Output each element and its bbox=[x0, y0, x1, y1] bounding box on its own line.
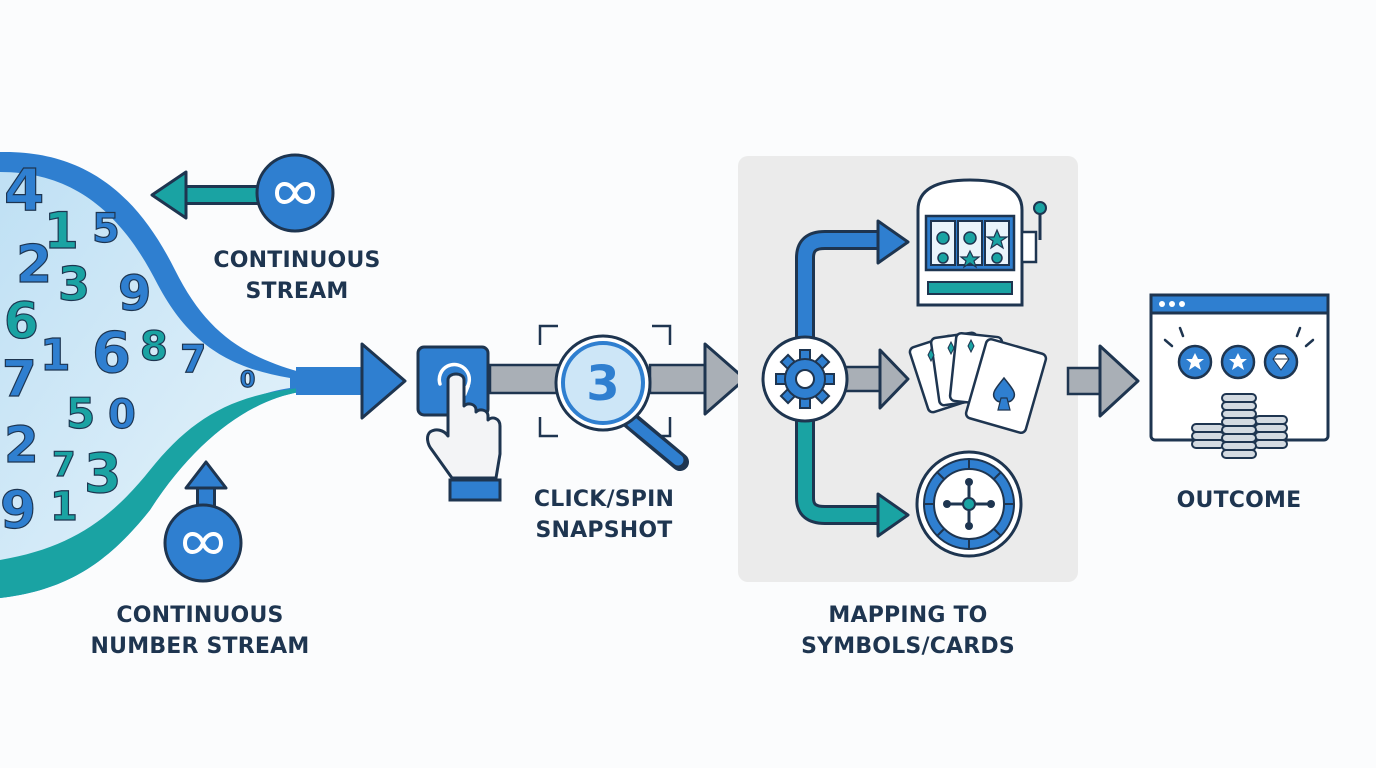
infinity-icon bbox=[163, 503, 243, 583]
infinity-icon bbox=[255, 153, 335, 233]
snapshot-number: 3 bbox=[586, 356, 619, 412]
gray-arrow-1 bbox=[488, 363, 562, 395]
stream-digit: 6 bbox=[4, 292, 39, 350]
label-line: OUTCOME bbox=[1176, 488, 1302, 513]
stream-digit: 8 bbox=[140, 324, 168, 370]
stream-digit: 0 bbox=[108, 392, 136, 438]
slot-machine-icon bbox=[916, 178, 1047, 307]
label-continuous-stream: CONTINUOUS STREAM bbox=[205, 245, 389, 307]
infinity-arrow-top bbox=[150, 170, 258, 220]
stream-digit: 5 bbox=[92, 206, 120, 252]
stream-digit: 6 bbox=[92, 321, 131, 386]
stream-digit: 4 bbox=[4, 156, 44, 224]
gray-arrow-3 bbox=[1066, 344, 1140, 418]
magnifier-icon bbox=[554, 334, 689, 471]
stream-output-arrow bbox=[296, 342, 407, 420]
stream-digit: 9 bbox=[118, 266, 151, 322]
stream-digit: 7 bbox=[52, 445, 76, 485]
outcome-window-icon bbox=[1149, 293, 1330, 459]
label-line: CONTINUOUS bbox=[116, 603, 284, 628]
gear-icon bbox=[761, 335, 849, 423]
stream-digit: 3 bbox=[58, 257, 90, 311]
hand-click-icon bbox=[426, 372, 502, 502]
label-line: SYMBOLS/CARDS bbox=[801, 634, 1015, 659]
branch-arrows bbox=[795, 219, 910, 538]
playing-cards-icon bbox=[908, 331, 1048, 435]
label-line: NUMBER STREAM bbox=[90, 634, 310, 659]
stream-digit: 7 bbox=[180, 337, 206, 381]
label-line: STREAM bbox=[245, 279, 349, 304]
label-line: CLICK/SPIN bbox=[533, 487, 675, 512]
stream-digit: 7 bbox=[2, 350, 37, 408]
stream-digit: 3 bbox=[84, 442, 122, 505]
label-mapping: MAPPING TO SYMBOLS/CARDS bbox=[790, 600, 1026, 662]
stream-digit: 0 bbox=[240, 368, 255, 393]
stream-digit: 1 bbox=[50, 484, 78, 530]
roulette-wheel-icon bbox=[915, 450, 1023, 558]
stream-digit: 9 bbox=[0, 481, 36, 541]
stream-digit: 2 bbox=[16, 235, 52, 295]
label-line: MAPPING TO bbox=[828, 603, 988, 628]
stream-digit: 1 bbox=[44, 202, 79, 260]
gray-arrow-2 bbox=[648, 342, 747, 416]
stream-digit: 1 bbox=[40, 330, 71, 381]
stream-digit: 2 bbox=[4, 416, 39, 474]
stream-digit: 5 bbox=[66, 389, 95, 438]
label-line: CONTINUOUS bbox=[213, 248, 381, 273]
label-click-spin-snapshot: CLICK/SPIN SNAPSHOT bbox=[522, 484, 686, 546]
label-outcome: OUTCOME bbox=[1150, 485, 1328, 516]
label-line: SNAPSHOT bbox=[535, 518, 673, 543]
label-continuous-number-stream: CONTINUOUS NUMBER STREAM bbox=[78, 600, 322, 662]
